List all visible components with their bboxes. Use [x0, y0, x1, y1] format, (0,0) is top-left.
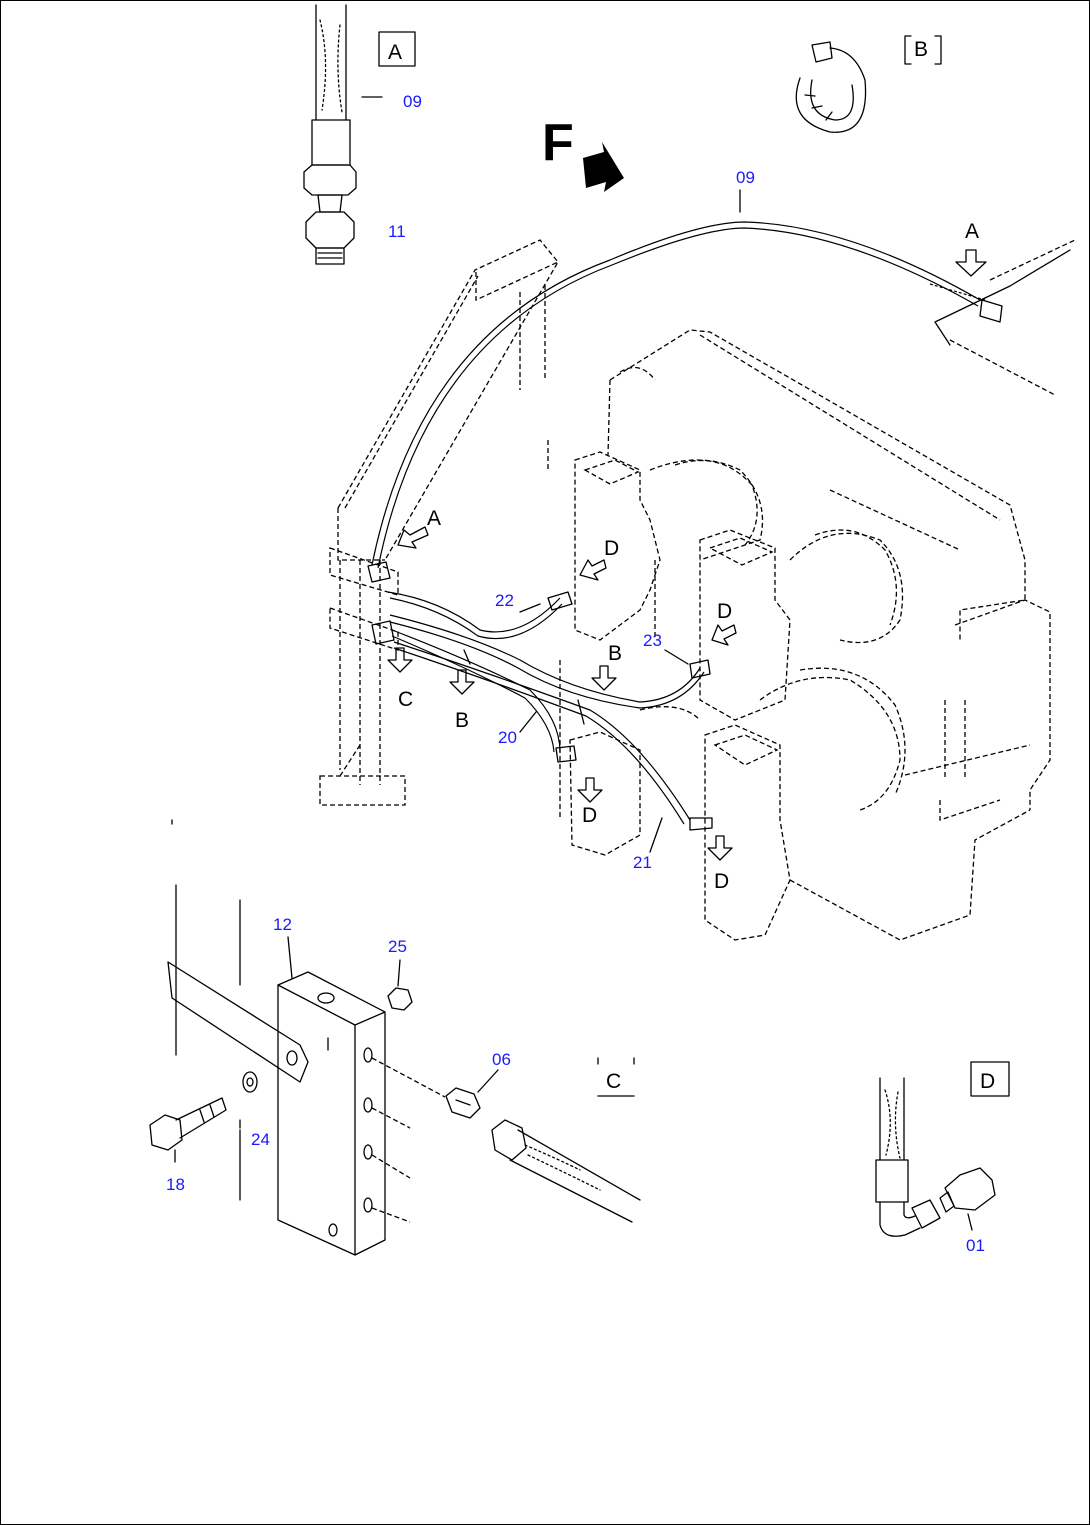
detail-b-hose-clamp: [795, 41, 867, 133]
arrow-label-a-left: A: [427, 507, 441, 530]
callout-01: 01: [966, 1236, 985, 1255]
detail-a-letter: A: [388, 41, 402, 64]
callout-11: 11: [388, 222, 406, 241]
arrow-label-b2: B: [455, 709, 469, 732]
hose-bundle: [367, 221, 1076, 831]
leader-lines: [174, 189, 973, 1231]
detail-c-label-box: C: [597, 1057, 635, 1097]
callout-24: 24: [251, 1130, 270, 1149]
callout-12: 12: [273, 915, 292, 934]
callout-23: 23: [643, 631, 662, 650]
detail-c-manifold: [149, 884, 641, 1256]
detail-b-label-box: B: [904, 35, 942, 65]
front-letter: F: [542, 114, 574, 172]
arrow-label-d1: D: [604, 537, 619, 560]
callout-20: 20: [498, 728, 517, 747]
detail-d-label-box: D: [970, 1061, 1010, 1097]
callout-22: 22: [495, 591, 514, 610]
arrow-label-d2: D: [717, 600, 732, 623]
callout-09-hose: 09: [736, 168, 755, 187]
arrow-label-c: C: [398, 688, 413, 711]
callout-25: 25: [388, 937, 407, 956]
detail-b-letter: B: [914, 38, 928, 61]
callout-21: 21: [633, 853, 652, 872]
detail-a-hose-assembly: [303, 4, 383, 265]
front-arrow-icon: [583, 142, 624, 192]
callout-09-top: 09: [403, 92, 422, 111]
front-direction-marker: F: [542, 114, 624, 192]
arrow-label-b1: B: [608, 642, 622, 665]
part-callouts: 09 11 09 22 23 20 21 12 25 06 24 18 01: [166, 92, 985, 1255]
arrow-label-a-top: A: [965, 220, 979, 243]
callout-06: 06: [492, 1050, 511, 1069]
detail-c-letter: C: [606, 1070, 621, 1093]
detail-d-hose-assembly: [875, 1077, 996, 1237]
view-arrows: [387, 249, 987, 861]
pump-housing: [607, 329, 1051, 941]
arrow-label-d3: D: [582, 804, 597, 827]
detail-a-label-box: A: [378, 31, 416, 67]
valve-sections: [547, 440, 906, 941]
arrow-label-d4: D: [714, 870, 729, 893]
callout-18: 18: [166, 1175, 185, 1194]
detail-d-letter: D: [980, 1070, 995, 1093]
